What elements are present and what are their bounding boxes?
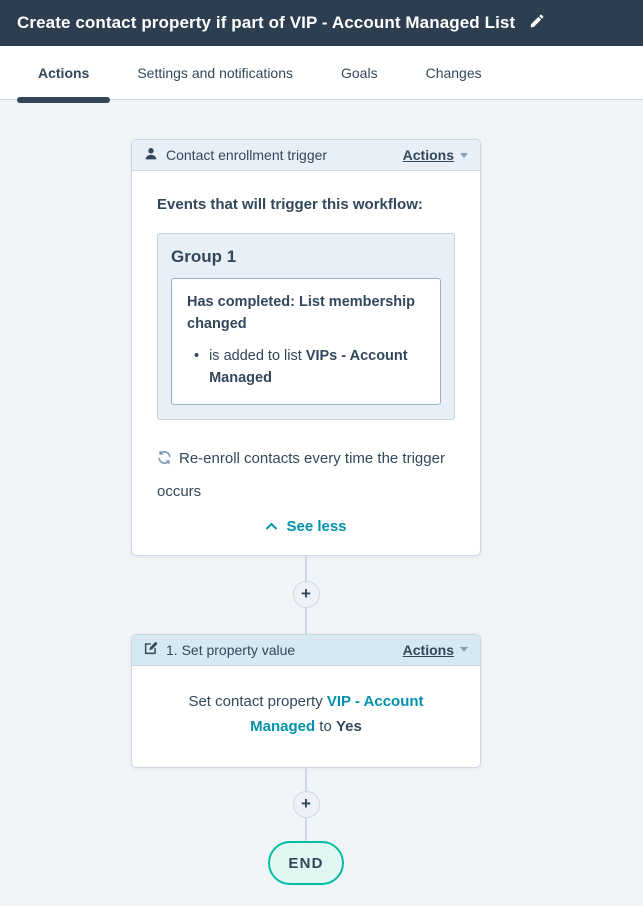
criteria-prefix: is added to list [209,347,306,364]
trigger-event-box: Has completed: List membership changed •… [171,278,441,405]
actions-menu-label: Actions [402,147,454,163]
connector-line: + [131,555,481,634]
chevron-up-icon [265,518,278,535]
workflow-canvas: Contact enrollment trigger Actions Event… [0,100,643,886]
property-link[interactable]: VIP - Account Managed [250,692,424,735]
page-title: Create contact property if part of VIP -… [17,13,516,32]
chevron-down-icon [460,647,468,653]
action-card-summary: Set contact property VIP - Account Manag… [132,666,480,768]
tab-label: Changes [425,65,482,81]
reenrollment-note: Re-enroll contacts every time the trigge… [157,443,455,508]
reenrollment-text: Re-enroll contacts every time the trigge… [157,449,445,501]
tab-goals[interactable]: Goals [317,46,402,100]
trigger-card-title: Contact enrollment trigger [166,147,328,163]
add-action-button[interactable]: + [292,581,320,609]
trigger-card[interactable]: Contact enrollment trigger Actions Event… [131,139,481,556]
tab-changes[interactable]: Changes [402,46,506,100]
trigger-group-box: Group 1 Has completed: List membership c… [157,233,455,420]
contact-person-icon [144,147,158,164]
summary-prefix: Set contact property [188,692,327,710]
event-criteria-item: • is added to list VIPs - Account Manage… [187,345,425,390]
event-title: Has completed: List membership changed [187,294,416,333]
set-property-action-card[interactable]: 1. Set property value Actions Set contac… [131,633,481,769]
trigger-actions-menu-button[interactable]: Actions [403,147,468,163]
tab-actions[interactable]: Actions [14,46,113,103]
refresh-icon [157,450,172,469]
workflow-end-marker: END [268,841,344,886]
see-less-link[interactable]: See less [265,517,347,535]
connector-line: + [131,768,481,842]
action-actions-menu-button[interactable]: Actions [403,642,468,658]
event-criteria-text: is added to list VIPs - Account Managed [209,345,425,390]
property-value: Yes [336,717,362,735]
app-header: Create contact property if part of VIP -… [0,0,643,46]
bullet-icon: • [194,347,200,364]
edit-square-icon [144,641,158,658]
tab-settings-and-notifications[interactable]: Settings and notifications [113,46,317,100]
trigger-card-body: Events that will trigger this workflow: … [132,171,480,555]
add-action-button[interactable]: + [292,791,320,819]
chevron-down-icon [460,152,468,158]
summary-middle: to [315,717,336,735]
tab-bar: Actions Settings and notifications Goals… [0,46,643,103]
tab-label: Actions [38,65,90,81]
group-title: Group 1 [171,247,237,266]
action-card-title: 1. Set property value [166,641,296,658]
edit-title-button[interactable] [527,12,546,34]
actions-menu-label: Actions [402,641,454,658]
tab-label: Goals [341,65,378,81]
criteria-list-name: VIPs - Account Managed [209,347,408,387]
see-less-label: See less [286,517,347,535]
action-card-header: 1. Set property value Actions [132,634,480,666]
tab-label: Settings and notifications [137,65,293,81]
pencil-icon [529,14,544,32]
events-heading: Events that will trigger this workflow: [157,196,423,213]
trigger-card-header: Contact enrollment trigger Actions [132,140,480,171]
